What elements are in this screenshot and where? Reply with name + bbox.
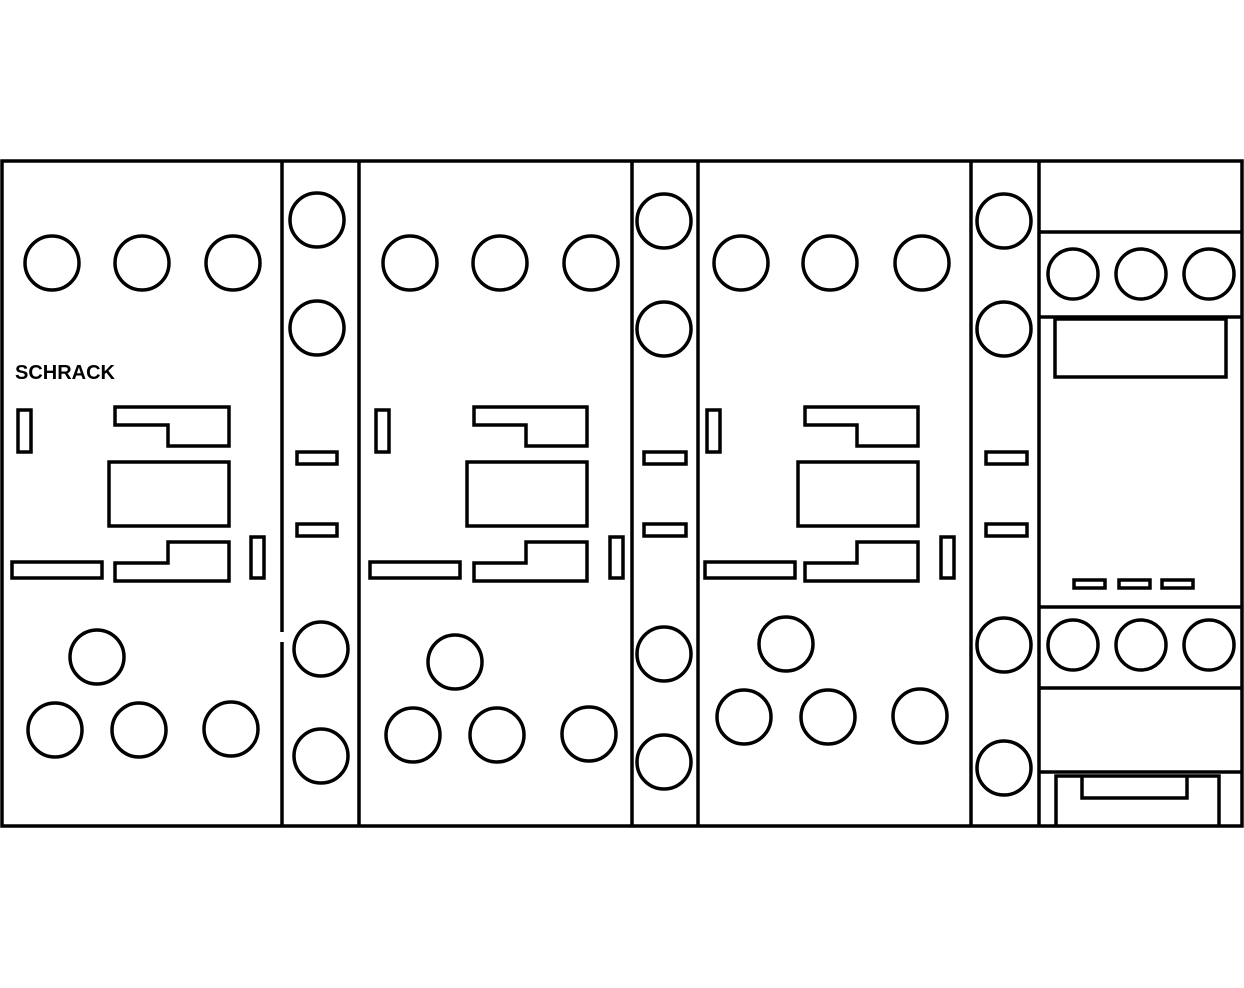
terminal-screw[interactable] <box>292 727 350 785</box>
led-indicator <box>1160 578 1195 590</box>
contactor-2 <box>368 234 625 764</box>
aux-contact-slot <box>10 560 104 580</box>
terminal-screw[interactable] <box>801 234 859 292</box>
coil-terminal-screw[interactable] <box>426 633 484 691</box>
terminal-screw[interactable] <box>975 300 1033 358</box>
aux-contact-slot <box>295 522 339 538</box>
assembly-outline <box>0 159 1244 828</box>
coil-terminal-screw[interactable] <box>757 615 815 673</box>
terminal-screw[interactable] <box>712 234 770 292</box>
aux-contact-slot <box>374 408 391 454</box>
contactor-3 <box>703 234 956 746</box>
aux-block-1 <box>288 191 350 785</box>
contactor-3-bottom-terminals <box>715 687 949 746</box>
terminal-screw[interactable] <box>799 688 857 746</box>
timer-relay <box>1039 230 1242 826</box>
din-rail-clip <box>1054 774 1221 826</box>
aux-block-2 <box>635 192 693 791</box>
terminal-screw[interactable] <box>891 687 949 745</box>
terminal-screw[interactable] <box>893 234 951 292</box>
aux-contact-slot <box>295 450 339 466</box>
contact-indicator-upper <box>472 405 589 448</box>
timer-relay-top-terminals <box>1046 247 1236 301</box>
coil-terminal-screw[interactable] <box>68 628 126 686</box>
aux-contact-slot <box>16 408 33 454</box>
aux-contact-slot <box>368 560 462 580</box>
terminal-screw[interactable] <box>202 700 260 758</box>
label-window <box>465 460 589 528</box>
terminal-screw[interactable] <box>1114 247 1168 301</box>
terminal-screw[interactable] <box>635 192 693 250</box>
aux-contact-slot <box>642 522 688 538</box>
aux-contact-slot <box>984 450 1029 466</box>
contact-indicator-lower <box>113 540 231 583</box>
aux-contact-slot <box>984 522 1029 538</box>
terminal-screw[interactable] <box>381 234 439 292</box>
terminal-screw[interactable] <box>113 234 171 292</box>
terminal-screw[interactable] <box>1182 247 1236 301</box>
contact-indicator-lower <box>803 540 920 583</box>
timer-relay-bottom-terminals <box>1046 618 1236 672</box>
terminal-screw[interactable] <box>975 616 1033 674</box>
contact-indicator-upper <box>113 405 231 448</box>
terminal-screw[interactable] <box>975 739 1033 797</box>
terminal-screw[interactable] <box>288 299 346 357</box>
terminal-screw[interactable] <box>715 688 773 746</box>
din-rail-latch[interactable] <box>1080 776 1189 800</box>
contactor-1: SCHRACK <box>10 234 266 759</box>
terminal-screw[interactable] <box>635 733 693 791</box>
contactor-1-top-terminals <box>23 234 262 292</box>
terminal-screw[interactable] <box>562 234 620 292</box>
contact-indicator-upper <box>803 405 920 448</box>
terminal-screw[interactable] <box>23 234 81 292</box>
brand-logo-text: SCHRACK <box>15 362 116 384</box>
terminal-screw[interactable] <box>110 701 168 759</box>
terminal-screw[interactable] <box>384 706 442 764</box>
terminal-screw[interactable] <box>560 705 618 763</box>
aux-block-3 <box>975 192 1033 797</box>
label-window <box>796 460 920 528</box>
terminal-screw[interactable] <box>975 192 1033 250</box>
terminal-screw[interactable] <box>1182 618 1236 672</box>
label-window <box>1053 317 1228 379</box>
terminal-screw[interactable] <box>26 701 84 759</box>
terminal-screw[interactable] <box>635 625 693 683</box>
aux-contact-slot <box>608 535 625 580</box>
terminal-screw[interactable] <box>204 234 262 292</box>
terminal-screw[interactable] <box>1046 618 1100 672</box>
contactor-2-bottom-terminals <box>384 705 618 764</box>
led-indicators <box>1072 578 1195 590</box>
aux-contact-slot <box>705 408 722 454</box>
aux-contact-slot <box>939 535 956 580</box>
aux-contact-slot <box>642 450 688 466</box>
contactor-2-top-terminals <box>381 234 620 292</box>
terminal-screw[interactable] <box>288 191 346 249</box>
aux-contact-slot <box>249 535 266 580</box>
label-window <box>107 460 231 528</box>
contactor-1-bottom-terminals <box>26 700 260 759</box>
module-dividers <box>280 161 1041 826</box>
led-indicator <box>1117 578 1152 590</box>
contactor-3-top-terminals <box>712 234 951 292</box>
contact-indicator-lower <box>472 540 589 583</box>
terminal-screw[interactable] <box>468 706 526 764</box>
terminal-screw[interactable] <box>471 234 529 292</box>
terminal-screw[interactable] <box>1046 247 1100 301</box>
terminal-screw[interactable] <box>635 300 693 358</box>
terminal-screw[interactable] <box>292 620 350 678</box>
aux-contact-slot <box>703 560 797 580</box>
terminal-screw[interactable] <box>1114 618 1168 672</box>
led-indicator <box>1072 578 1107 590</box>
